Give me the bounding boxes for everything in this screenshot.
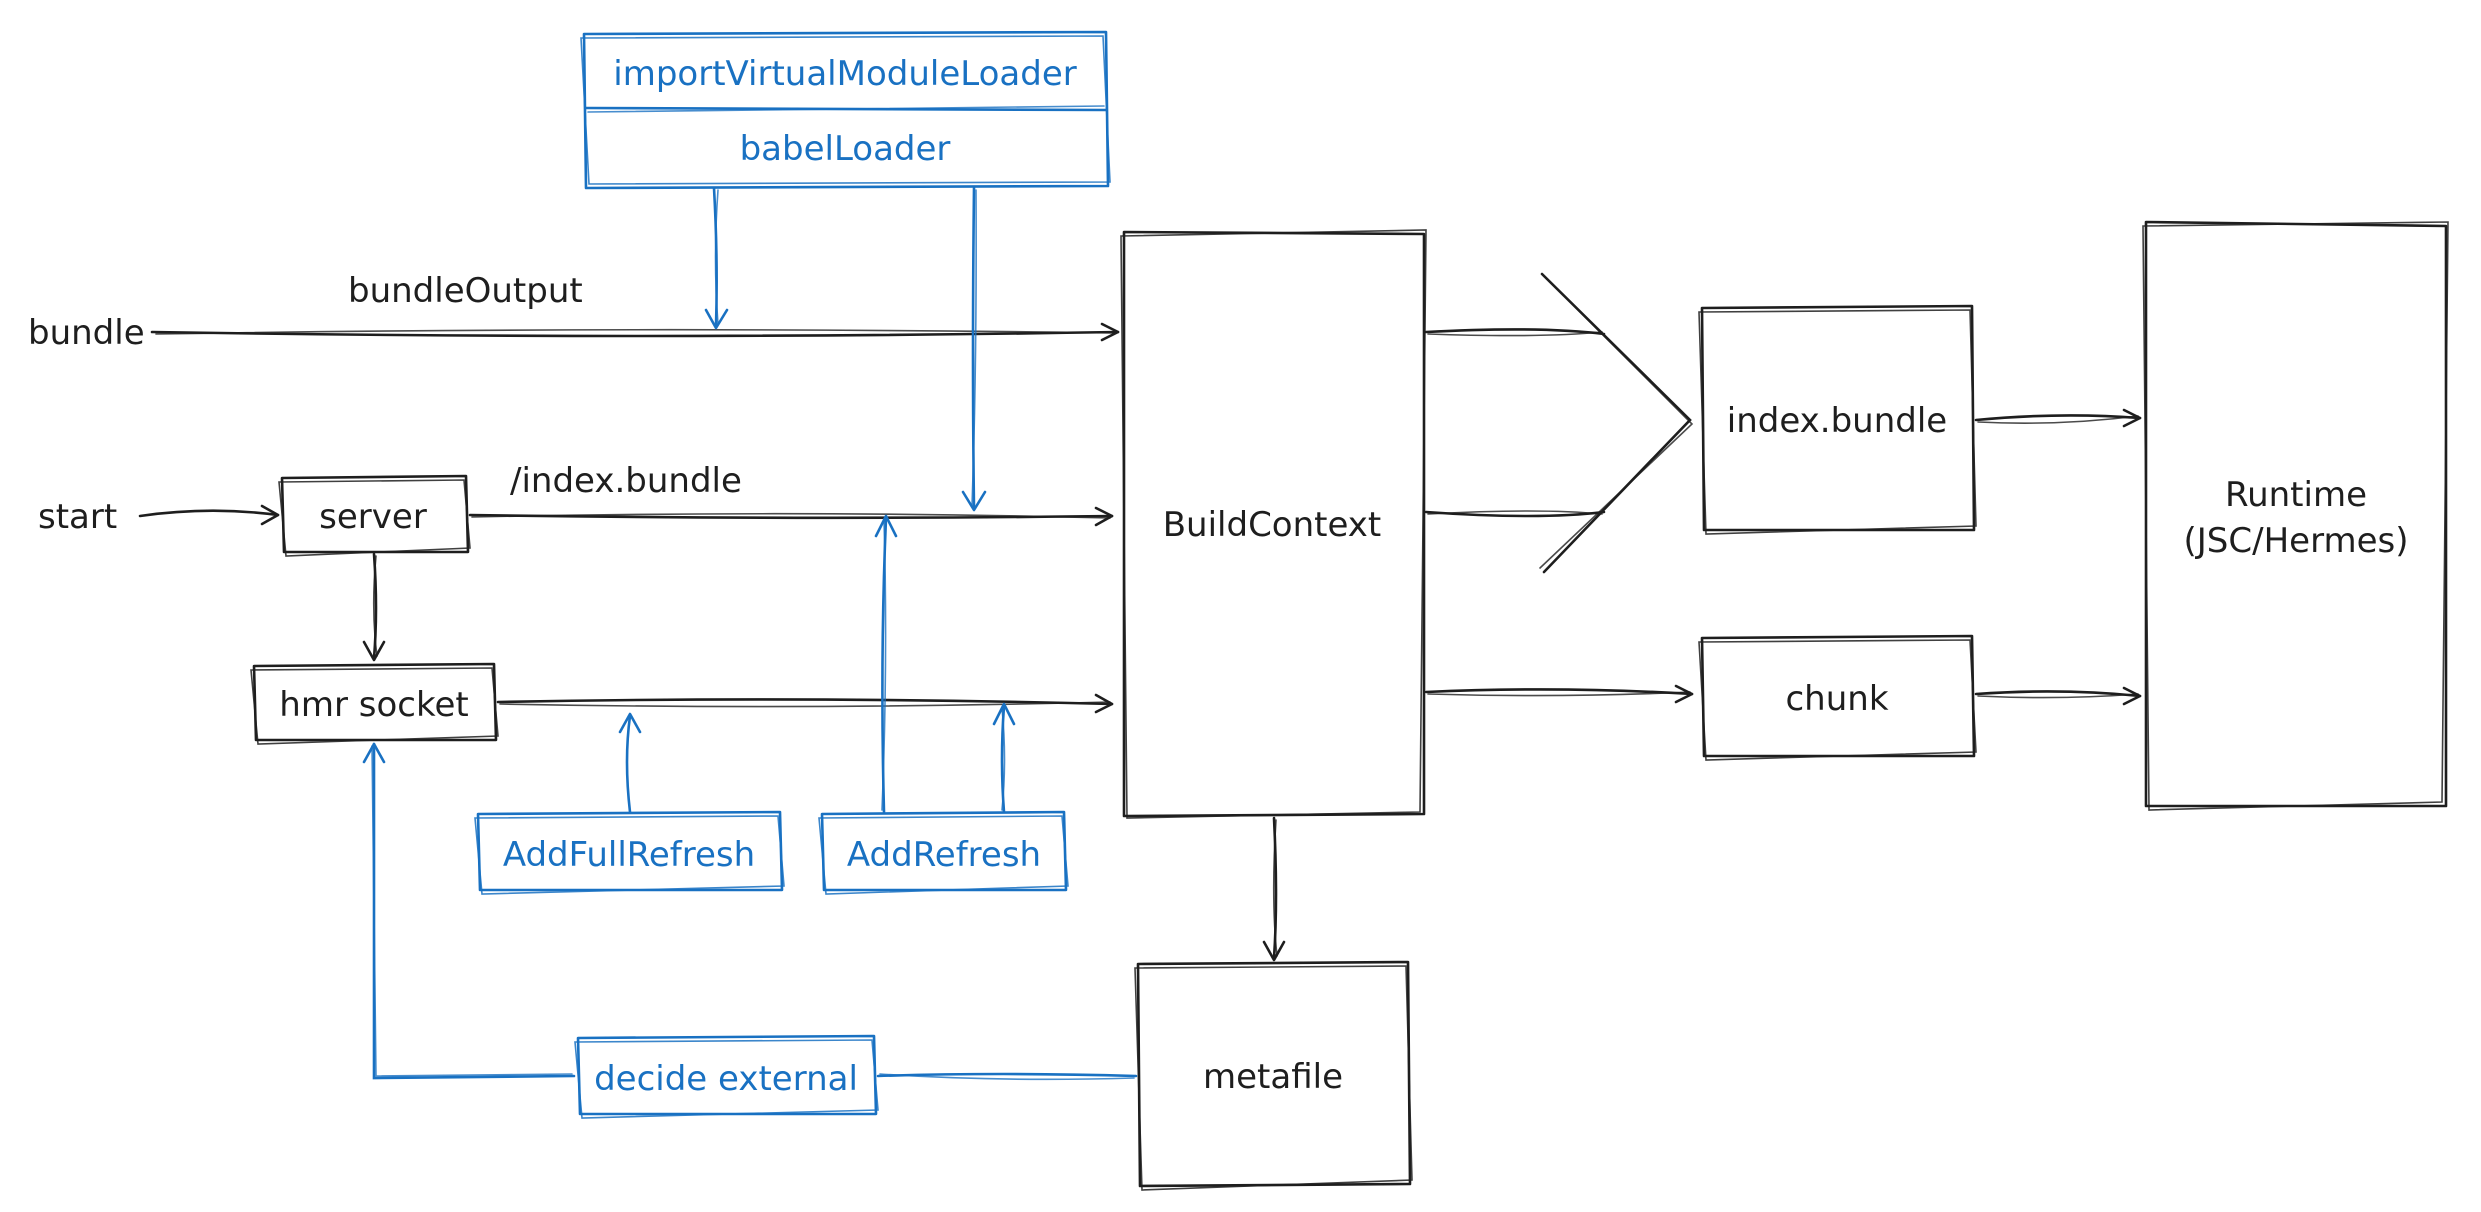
index-bundle-path-label: /index.bundle <box>510 461 742 501</box>
hmr-socket-edge <box>496 693 1114 714</box>
metafile-label: metafile <box>1203 1057 1343 1097</box>
metafile-to-decide-edge <box>876 1072 1138 1081</box>
babel-loader-edge <box>961 186 987 512</box>
runtime-label: Runtime <box>2225 475 2367 515</box>
index-bundle-to-runtime-edge <box>1974 408 2142 428</box>
add-full-refresh-edge <box>618 712 642 814</box>
chunk-label: chunk <box>1785 679 1888 719</box>
loaders-group: importVirtualModuleLoader babelLoader <box>580 30 1111 190</box>
server-label: server <box>319 497 427 537</box>
add-full-refresh-node: AddFullRefresh <box>474 810 785 895</box>
server-node: server <box>278 474 471 557</box>
index-bundle-node: index.bundle <box>1698 304 1977 535</box>
start-label: start <box>38 497 117 537</box>
import-virtual-module-loader-label: importVirtualModuleLoader <box>613 54 1076 94</box>
add-full-refresh-label: AddFullRefresh <box>503 835 755 875</box>
build-to-chunk-edge <box>1424 684 1694 704</box>
hmr-socket-node: hmr socket <box>250 662 499 745</box>
output-split <box>1424 272 1694 574</box>
add-refresh-to-index-edge <box>874 514 898 814</box>
runtime-engine-label: (JSC/Hermes) <box>2184 521 2409 561</box>
start-edge <box>138 504 280 526</box>
build-context-node: BuildContext <box>1120 229 1427 819</box>
import-loader-edge <box>704 186 729 330</box>
hmr-socket-label: hmr socket <box>279 685 468 725</box>
runtime-node: Runtime (JSC/Hermes) <box>2142 220 2449 811</box>
add-refresh-to-hmr-edge <box>992 702 1016 814</box>
index-bundle-label: index.bundle <box>1727 401 1947 441</box>
chunk-to-runtime-edge <box>1974 686 2142 706</box>
build-to-metafile-edge <box>1262 816 1286 962</box>
decide-external-node: decide external <box>574 1034 879 1119</box>
bundle-output-label: bundleOutput <box>348 271 583 311</box>
bundle-label: bundle <box>28 313 145 353</box>
metafile-node: metafile <box>1134 960 1413 1191</box>
chunk-node: chunk <box>1698 634 1977 761</box>
loader-stack-box <box>582 30 1110 190</box>
bundle-edge <box>150 322 1120 342</box>
build-context-label: BuildContext <box>1163 505 1382 545</box>
server-to-hmr-edge <box>362 552 386 662</box>
decide-external-label: decide external <box>594 1059 858 1099</box>
add-refresh-node: AddRefresh <box>818 810 1069 895</box>
decide-to-hmr-edge <box>362 742 576 1080</box>
add-refresh-label: AddRefresh <box>847 835 1041 875</box>
index-bundle-path-edge <box>468 506 1114 527</box>
babel-loader-label: babelLoader <box>740 129 951 169</box>
